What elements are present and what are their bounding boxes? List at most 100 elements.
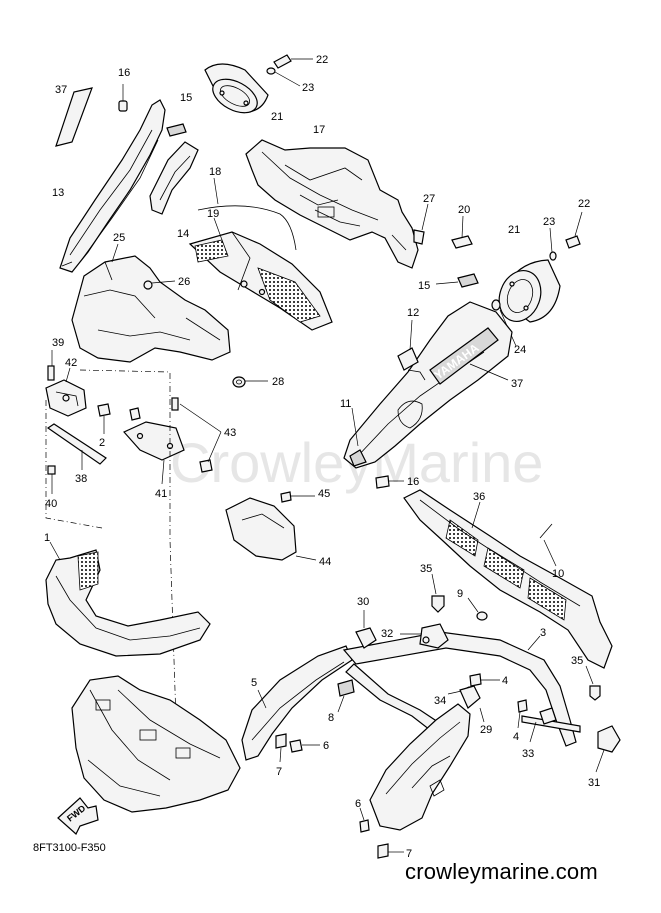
callout-19: 19 [207,208,219,220]
part-20-clip [451,215,473,249]
part-8-bracket [337,679,355,713]
part-23-washer-top [266,67,301,87]
part-15-pad-right [435,273,479,288]
callout-37: 37 [55,84,67,96]
callout-21b: 21 [508,224,520,236]
callout-31: 31 [588,777,600,789]
part-6-screw-right [359,807,370,833]
part-12-bracket-tab [397,319,419,371]
hull-frame [71,675,241,813]
part-5-lower-panel-right [369,703,471,831]
callout-21: 21 [271,111,283,123]
part-10-pin [539,523,557,567]
callout-15: 15 [180,92,192,104]
part-1-front-bumper [45,541,211,657]
part-17-upper-cover [245,139,419,269]
part-19-mesh-panel [188,217,333,331]
part-5-lower-panel-left [241,645,353,761]
site-url-watermark: crowleymarine.com [405,859,598,884]
part-22-screw-top [273,54,313,69]
callout-34: 34 [434,695,446,707]
callout-6: 6 [323,740,329,752]
part-15-pad-left [166,123,187,137]
callout-16: 16 [118,67,130,79]
part-21-duct-ring-right [498,259,561,323]
callout-30: 30 [357,596,369,608]
callout-2: 2 [99,437,105,449]
callout-7b: 7 [406,848,412,860]
callout-22: 22 [316,54,328,66]
callout-6b: 6 [355,798,361,810]
assembly-line-left-2 [79,369,177,721]
part-27-screw [413,203,429,245]
part-40-nut [47,465,56,494]
callout-37b: 37 [511,378,523,390]
part-23-washer-right [549,227,557,261]
callout-8: 8 [328,712,334,724]
part-30-grommet [355,610,377,649]
part-45-screw [280,491,315,503]
callout-40: 40 [45,498,57,510]
part-36-lower-grille [403,489,613,669]
part-37-decal-left [55,87,93,147]
callout-32: 32 [381,628,393,640]
callout-44: 44 [319,556,331,568]
part-18-strip [197,177,297,251]
part-32-bracket [400,623,449,649]
callout-18: 18 [209,166,221,178]
part-44-cover [225,497,317,561]
part-28-grommet [232,376,268,388]
callout-4b: 4 [513,731,519,743]
part-16-screw-left [118,84,128,112]
part-7-clip-left [275,733,287,763]
part-26-screw [143,280,176,290]
diagram-code: 8FT3100-F350 [33,842,106,854]
callout-3: 3 [540,627,546,639]
part-29-grommet [459,685,485,723]
part-25-lower-duct [71,243,231,363]
callout-36: 36 [473,491,485,503]
callout-7: 7 [276,766,282,778]
callout-24: 24 [514,344,526,356]
callout-12: 12 [407,307,419,319]
part-21-duct-ring-top [204,63,269,114]
part-6-screw-left [289,739,320,753]
part-4-screw-upper [469,673,500,687]
callout-23b: 23 [543,216,555,228]
callout-9: 9 [457,588,463,600]
part-43-bolts [171,397,222,473]
part-39-bolt [47,350,55,381]
callout-1: 1 [44,532,50,544]
callout-11: 11 [340,398,351,410]
callout-4: 4 [502,675,508,687]
assembly-line-left [45,400,103,529]
callout-16b: 16 [407,476,419,488]
callout-38: 38 [75,473,87,485]
callout-35b: 35 [571,655,583,667]
callout-25: 25 [113,232,125,244]
part-13-side-panel [59,99,166,273]
part-35-plug-left [431,573,445,613]
callout-14: 14 [177,228,189,240]
callout-39: 39 [52,337,64,349]
callout-29: 29 [480,724,492,736]
callout-17: 17 [313,124,325,136]
callout-33: 33 [522,748,534,760]
callout-41: 41 [155,488,167,500]
callout-labels: 22 23 16 37 15 21 17 13 18 19 14 27 20 2… [44,54,600,860]
part-22-screw-right [565,211,583,249]
callout-45: 45 [318,488,330,500]
part-38-rod [46,423,107,470]
callout-26: 26 [178,276,190,288]
callout-23: 23 [302,82,314,94]
callout-20: 20 [458,204,470,216]
part-31-bracket [595,725,621,773]
callout-35: 35 [420,563,432,575]
part-9-washer [467,597,488,621]
callout-5: 5 [251,677,257,689]
part-35-plug-right [585,665,601,701]
part-4-screw-lower [517,699,528,729]
fwd-arrow-icon: FWD [57,797,99,835]
